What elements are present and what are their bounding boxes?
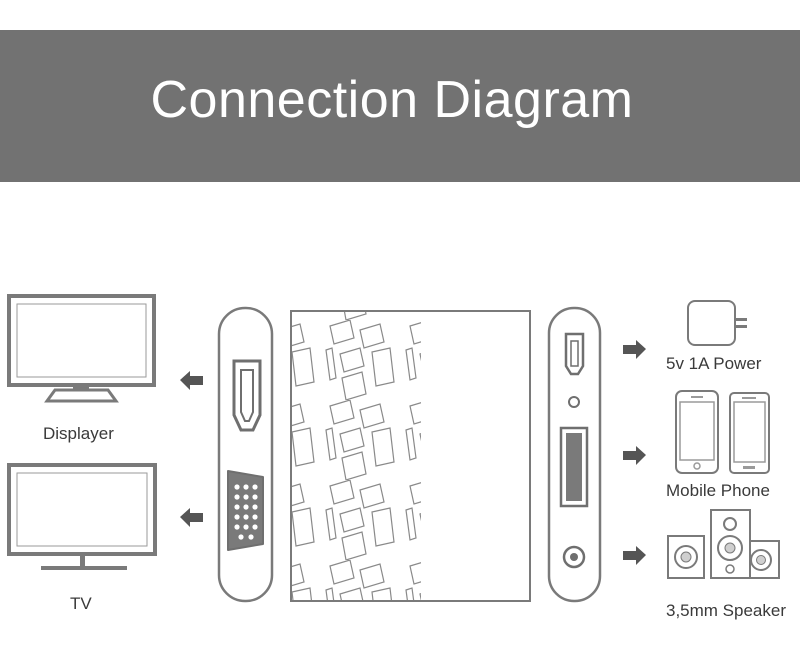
tv-label: TV: [70, 594, 92, 613]
phone-label: Mobile Phone: [666, 481, 770, 500]
monitor-icon: [7, 294, 156, 403]
arrow-icon: [623, 340, 646, 359]
arrow-icon: [180, 508, 203, 527]
page-title: Connection Diagram: [150, 71, 634, 129]
arrow-icon: [623, 546, 646, 565]
speaker-icon: [710, 509, 751, 579]
title-banner: [0, 30, 800, 182]
phone-icon: [729, 392, 770, 474]
power-adapter-icon: [687, 300, 747, 346]
arrow-icon: [623, 446, 646, 465]
vga-port-icon: [227, 470, 264, 551]
speaker-icon: [667, 535, 705, 579]
micro-usb-port-icon: [564, 332, 585, 376]
usb-port-icon: [559, 426, 589, 508]
power-label: 5v 1A Power: [666, 354, 762, 373]
audio-jack-icon: [562, 545, 586, 569]
tv-icon: [7, 463, 157, 570]
displayer-label: Displayer: [43, 424, 114, 443]
speaker-label: 3,5mm Speaker: [666, 601, 786, 620]
arrow-icon: [180, 371, 203, 390]
adapter-body: [290, 310, 531, 602]
hdmi-port-icon: [232, 359, 262, 432]
left-port-panel: [217, 306, 274, 603]
phone-icon: [675, 390, 719, 474]
led-indicator-icon: [568, 396, 580, 408]
